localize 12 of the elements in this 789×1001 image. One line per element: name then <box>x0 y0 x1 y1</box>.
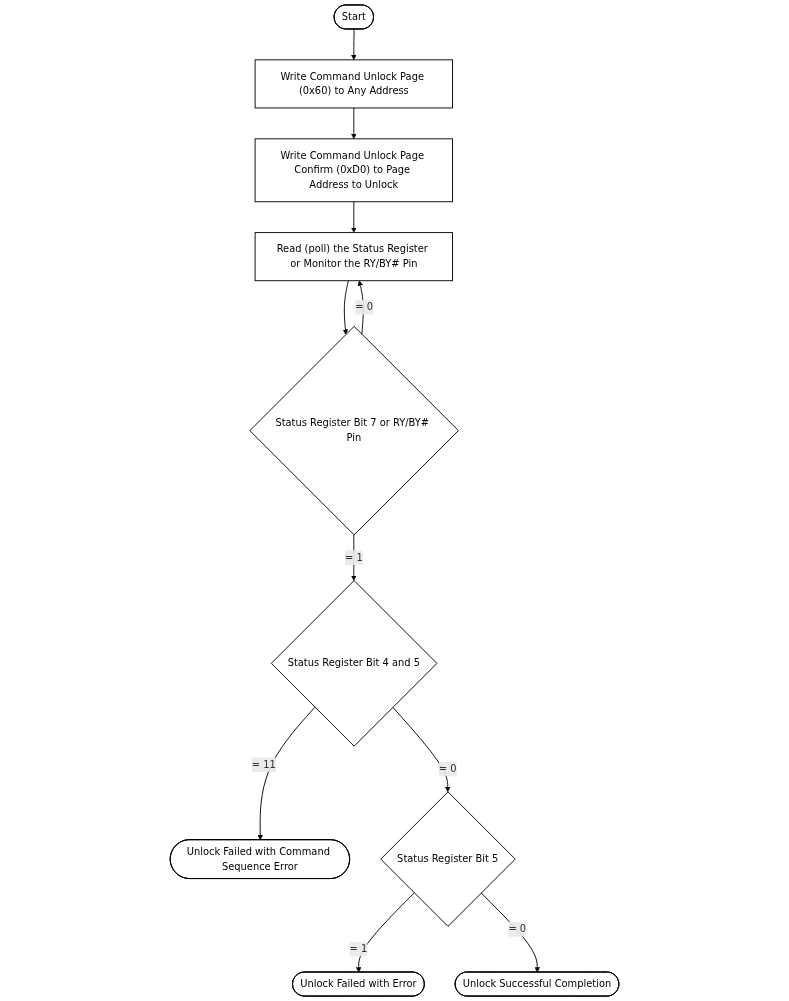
edge-label: = 0 <box>355 301 373 313</box>
node-diamond: Status Register Bit 5 <box>380 791 516 927</box>
edge-label: = 0 <box>438 762 457 775</box>
edge-label: = 0 <box>508 923 527 935</box>
edge-label: = 1 <box>349 943 368 955</box>
node-box: Read (poll) the Status Register or Monitor the RY/BY# Pin <box>254 232 453 282</box>
edge-label: = 11 <box>251 758 276 771</box>
node-box: Write Command Unlock Page (0x60) to Any Address <box>254 59 453 109</box>
node-box: Write Command Unlock Page Confirm (0xD0) to Page Address to Unlock <box>254 138 453 203</box>
node-diamond: Status Register Bit 4 and 5 <box>270 580 438 747</box>
node-diamond: Status Register Bit 7 or RY/BY# Pin <box>249 325 459 536</box>
edge-label: = 1 <box>344 551 363 564</box>
